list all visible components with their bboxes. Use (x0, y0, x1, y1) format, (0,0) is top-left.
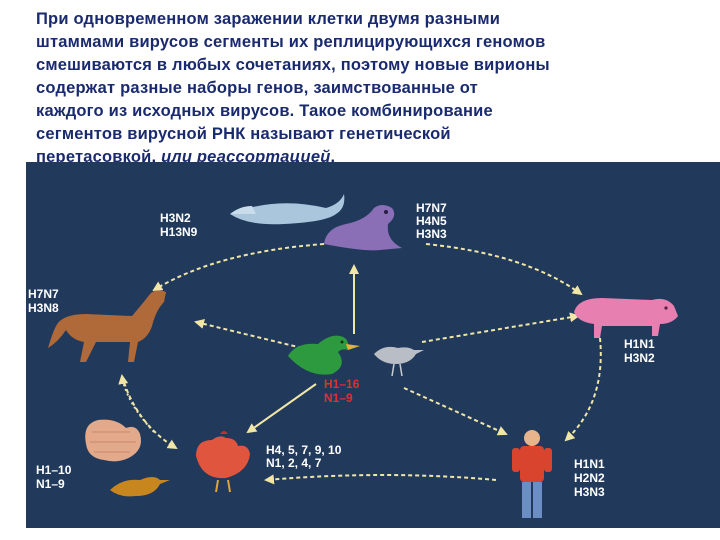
human-label-1: H1N1 (574, 457, 605, 471)
arrow-birds-to-chicken (246, 383, 317, 434)
seal-label-3: H3N3 (416, 227, 447, 241)
chicken-label-2: N1, 2, 4, 7 (266, 456, 322, 470)
reassortment-diagram: H3N2 H13N9 H7N7 H4N5 H3N3 H7N7 H3N8 H1N1… (26, 162, 720, 528)
text-line: каждого из исходных вирусов. Такое комби… (36, 102, 493, 120)
text-line: перетасовкой, или реассортацией. (36, 146, 686, 169)
pig-label-2: H3N2 (624, 351, 655, 365)
whale-label-1: H3N2 (160, 211, 191, 225)
turkey-label-2: N1–9 (36, 477, 65, 491)
horse-icon (48, 290, 166, 362)
chicken-label-1: H4, 5, 7, 9, 10 (266, 443, 342, 457)
arrow-pig-to-human (564, 337, 602, 442)
seal-label-1: H7N7 (416, 201, 447, 215)
text-line: сегментов вирусной РНК называют генетиче… (36, 125, 451, 143)
text-line: При одновременном заражении клетки двумя… (36, 10, 501, 28)
arrow-birds-to-horse (194, 319, 303, 349)
small-bird-icon (110, 477, 170, 497)
turkey-label-1: H1–10 (36, 463, 72, 477)
whale-label-2: H13N9 (160, 225, 198, 239)
turkey-icon (85, 419, 141, 462)
human-icon (512, 430, 552, 518)
arrow-seal-to-pig (425, 243, 583, 296)
human-label-3: H3N3 (574, 485, 605, 499)
horse-label-2: H3N8 (28, 301, 59, 315)
center-arrows (194, 264, 580, 436)
text-line: смешиваются в любых сочетаниях, поэтому … (36, 56, 550, 74)
arrow-birds-to-human (403, 387, 508, 436)
seal-label-2: H4N5 (416, 214, 447, 228)
birds-label-2: N1–9 (324, 391, 353, 405)
horse-label-1: H7N7 (28, 287, 59, 301)
diagram-svg: H3N2 H13N9 H7N7 H4N5 H3N3 H7N7 H3N8 H1N1… (28, 194, 678, 518)
birds-label-1: H1–16 (324, 377, 360, 391)
arrow-human-to-chicken (264, 474, 497, 485)
text-line: штаммами вирусов сегменты их реплицирующ… (36, 33, 546, 51)
pig-icon (574, 298, 678, 338)
seal-icon (324, 205, 402, 251)
arrow-turkey-to-horse (118, 374, 155, 433)
duck-icon (288, 335, 360, 375)
text-span: перетасовкой, (36, 148, 162, 166)
gull-icon (374, 346, 424, 377)
text-line: содержат разные наборы генов, заимствова… (36, 79, 478, 97)
arrow-birds-to-pig (421, 312, 580, 343)
text-italic-span: или реассортацией (161, 148, 331, 166)
whale-icon (230, 194, 345, 225)
cycle-arrows (118, 243, 602, 485)
intro-paragraph: При одновременном заражении клетки двумя… (36, 8, 686, 169)
text-span: . (330, 148, 336, 166)
pig-label-1: H1N1 (624, 337, 655, 351)
human-label-2: H2N2 (574, 471, 605, 485)
chicken-icon (196, 431, 250, 493)
arrow-seal-to-horse (152, 243, 325, 292)
